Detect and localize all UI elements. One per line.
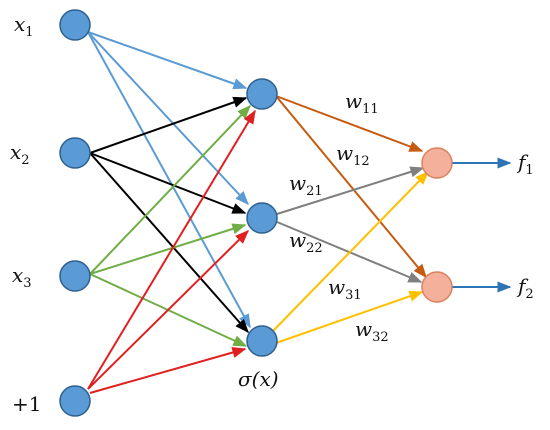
label-w11: w11 xyxy=(345,89,379,117)
edge-bias-h2 xyxy=(87,230,249,390)
hidden-node-2 xyxy=(246,202,278,234)
edge-h2-o1 xyxy=(276,166,425,215)
label-x2: x2 xyxy=(10,140,30,168)
label-f2: f2 xyxy=(516,274,534,302)
label-w21: w21 xyxy=(289,171,323,199)
input-node-x3 xyxy=(59,260,91,292)
input-node-x1 xyxy=(59,9,91,41)
label-w31: w31 xyxy=(328,275,362,303)
edge-x3-h1 xyxy=(89,104,251,275)
edge-x1-h2 xyxy=(87,31,249,206)
edge-x1-h3 xyxy=(87,31,251,329)
edge-x2-h2 xyxy=(89,152,247,214)
edge-h3-o1 xyxy=(271,170,429,333)
edge-x3-h2 xyxy=(89,223,247,275)
output-node-1 xyxy=(421,147,453,179)
label-x1: x1 xyxy=(14,12,34,40)
hidden-node-3 xyxy=(246,325,278,357)
edge-h3-o2 xyxy=(275,290,424,344)
output-node-2 xyxy=(421,271,453,303)
label-w12: w12 xyxy=(336,141,370,169)
label-bias: +1 xyxy=(12,392,41,416)
label-f1: f1 xyxy=(516,150,534,178)
input-node-x2 xyxy=(59,137,91,169)
input-node-bias xyxy=(59,385,91,417)
edge-x2-h3 xyxy=(89,152,249,334)
edge-x2-h1 xyxy=(89,96,248,154)
label-x3: x3 xyxy=(12,263,32,291)
edge-bias-h3 xyxy=(89,347,247,394)
edge-bias-h1 xyxy=(87,109,256,390)
edge-h1-o1 xyxy=(275,95,424,152)
edge-x1-h1 xyxy=(87,31,248,90)
label-w22: w22 xyxy=(289,228,323,256)
edge-h1-o2 xyxy=(275,95,427,279)
activation-label: σ(x) xyxy=(238,367,279,391)
label-w32: w32 xyxy=(355,317,389,345)
hidden-node-1 xyxy=(246,78,278,110)
